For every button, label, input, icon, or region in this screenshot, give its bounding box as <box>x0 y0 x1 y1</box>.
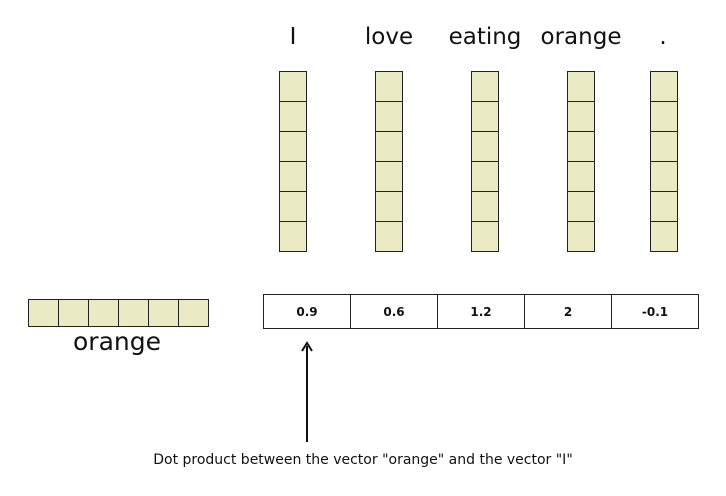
vector-cell <box>279 102 307 132</box>
vector-cell <box>567 192 595 222</box>
score-cell-orange: 2 <box>525 294 612 329</box>
score-cell-love: 0.6 <box>351 294 438 329</box>
vector-cell <box>471 192 499 222</box>
word-label-eating: eating <box>448 24 522 50</box>
vector-cell <box>650 71 678 102</box>
vector-cell <box>375 162 403 192</box>
word-label-orange: orange <box>540 24 622 50</box>
vector-cell <box>567 71 595 102</box>
vector-cell <box>650 162 678 192</box>
vector-cell <box>375 222 403 252</box>
vector-cell <box>59 299 89 327</box>
vector-cell <box>471 102 499 132</box>
vector-cell <box>149 299 179 327</box>
vector-cell <box>471 222 499 252</box>
vector-cell <box>375 71 403 102</box>
query-vector-orange <box>28 299 209 327</box>
vector-cell <box>567 132 595 162</box>
vector-cell <box>279 71 307 102</box>
vector-cell <box>567 222 595 252</box>
dot-product-scores: 0.9 0.6 1.2 2 -0.1 <box>263 294 699 329</box>
word-label-i: I <box>289 24 297 50</box>
word-label-love: love <box>364 24 414 50</box>
query-vector-label: orange <box>73 327 161 356</box>
vector-cell <box>567 162 595 192</box>
caption: Dot product between the vector "orange" … <box>153 452 573 468</box>
vector-cell <box>471 132 499 162</box>
vector-cell <box>28 299 59 327</box>
word-vector-eating <box>471 71 499 252</box>
vector-cell <box>119 299 149 327</box>
vector-cell <box>471 162 499 192</box>
score-cell-period: -0.1 <box>612 294 699 329</box>
word-vector-period <box>650 71 678 252</box>
vector-cell <box>89 299 119 327</box>
word-vector-i <box>279 71 307 252</box>
word-vector-orange <box>567 71 595 252</box>
vector-cell <box>375 132 403 162</box>
vector-cell <box>279 192 307 222</box>
vector-cell <box>650 192 678 222</box>
vector-cell <box>650 132 678 162</box>
pointer-arrow-icon <box>301 341 313 442</box>
vector-cell <box>567 102 595 132</box>
score-cell-i: 0.9 <box>263 294 351 329</box>
vector-cell <box>650 102 678 132</box>
vector-cell <box>279 162 307 192</box>
word-label-period: . <box>659 24 667 50</box>
vector-cell <box>650 222 678 252</box>
vector-cell <box>279 222 307 252</box>
vector-cell <box>279 132 307 162</box>
vector-cell <box>179 299 209 327</box>
word-vector-love <box>375 71 403 252</box>
vector-cell <box>375 102 403 132</box>
vector-cell <box>375 192 403 222</box>
score-cell-eating: 1.2 <box>438 294 525 329</box>
vector-cell <box>471 71 499 102</box>
